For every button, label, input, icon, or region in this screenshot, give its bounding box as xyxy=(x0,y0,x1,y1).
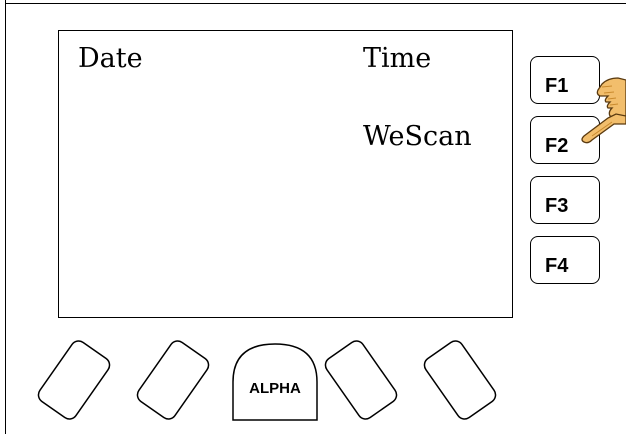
soft-key-1[interactable] xyxy=(35,338,112,422)
app-name-label: WeScan xyxy=(363,121,472,152)
f4-button[interactable]: F4 xyxy=(530,236,600,284)
device-left-edge xyxy=(5,0,6,434)
alpha-key-label: ALPHA xyxy=(249,380,301,397)
f1-button-label: F1 xyxy=(545,75,569,97)
pointing-hand-icon xyxy=(581,77,626,144)
f4-button-label: F4 xyxy=(545,255,569,277)
soft-key-2[interactable] xyxy=(134,338,211,422)
soft-key-4[interactable] xyxy=(421,338,498,422)
soft-key-row: ALPHA xyxy=(35,338,498,422)
f3-button[interactable]: F3 xyxy=(530,176,600,224)
device-top-edge xyxy=(5,3,626,4)
soft-key-3[interactable] xyxy=(322,338,399,422)
alpha-key[interactable] xyxy=(232,343,318,421)
f2-button-label: F2 xyxy=(545,135,569,157)
f3-button-label: F3 xyxy=(545,195,569,217)
date-label: Date xyxy=(78,43,143,74)
time-label: Time xyxy=(363,43,432,74)
display-screen: Date Time WeScan xyxy=(58,30,513,318)
f1-button[interactable]: F1 xyxy=(530,56,600,104)
